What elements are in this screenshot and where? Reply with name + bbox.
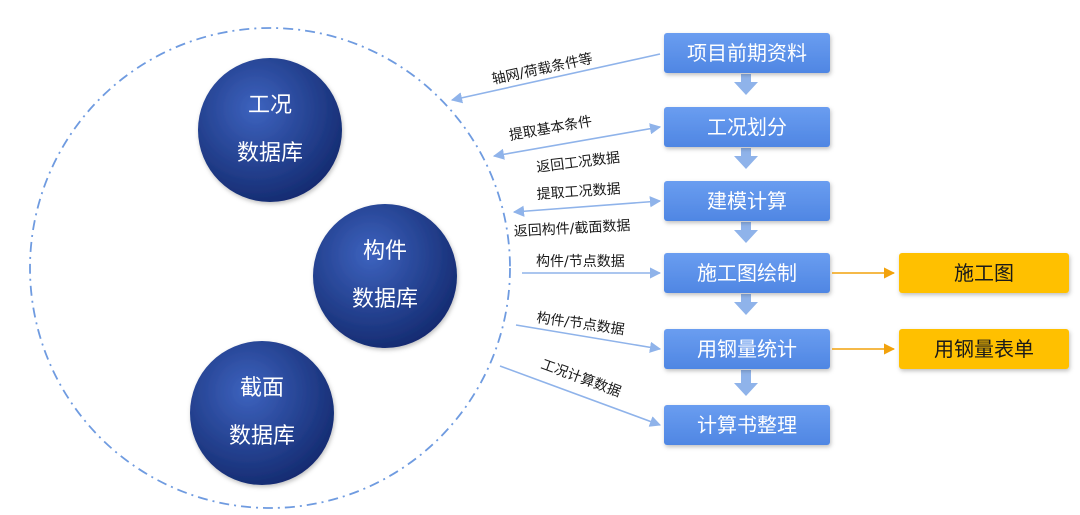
step-box-steel-statistics: 用钢量统计 — [664, 329, 830, 369]
connector-line — [492, 123, 662, 160]
flow-arrow — [734, 74, 758, 95]
step-label: 建模计算 — [707, 189, 787, 213]
database-label-line1: 构件 — [363, 239, 407, 264]
connector-line — [499, 365, 662, 427]
step-label: 用钢量统计 — [697, 337, 797, 361]
connector-label: 提取工况数据 — [536, 181, 621, 203]
connector-lines — [450, 53, 662, 427]
database-label-line2: 数据库 — [352, 287, 418, 312]
database-circle-condition: 工况 数据库 — [198, 58, 342, 202]
step-box-calculation-report: 计算书整理 — [664, 405, 830, 445]
flow-arrow — [734, 294, 758, 315]
flow-arrow — [734, 370, 758, 396]
step-box-project-data: 项目前期资料 — [664, 33, 830, 73]
step-label: 计算书整理 — [697, 413, 797, 437]
database-label-line1: 工况 — [248, 93, 292, 118]
step-label: 项目前期资料 — [687, 41, 807, 65]
step-box-modeling: 建模计算 — [664, 181, 830, 221]
output-label: 用钢量表单 — [934, 337, 1034, 361]
connector-line — [450, 53, 661, 104]
connector-label: 返回构件/截面数据 — [513, 218, 630, 240]
flow-arrow — [734, 148, 758, 169]
step-box-drawing: 施工图绘制 — [664, 253, 830, 293]
database-boundary-circle — [29, 27, 511, 509]
connector-label: 轴网/荷载条件等 — [490, 50, 594, 88]
output-box-construction-drawing: 施工图 — [899, 253, 1069, 293]
connector-label: 构件/节点数据 — [535, 310, 625, 338]
flow-arrow — [734, 222, 758, 243]
output-box-steel-sheet: 用钢量表单 — [899, 329, 1069, 369]
step-label: 工况划分 — [707, 115, 787, 139]
connector-label: 提取基本条件 — [508, 113, 594, 144]
database-label-line2: 数据库 — [229, 424, 295, 449]
database-circle-section: 截面 数据库 — [190, 341, 334, 485]
connector-line — [515, 324, 662, 353]
step-box-condition-division: 工况划分 — [664, 107, 830, 147]
connector-label: 构件/节点数据 — [536, 254, 625, 270]
database-label-line1: 截面 — [240, 376, 284, 401]
connector-label: 工况计算数据 — [539, 357, 623, 401]
step-label: 施工图绘制 — [697, 261, 797, 285]
connector-line — [512, 196, 662, 217]
connector-label: 返回工况数据 — [536, 150, 621, 176]
database-label-line2: 数据库 — [237, 141, 303, 166]
flow-arrows — [734, 74, 758, 396]
output-label: 施工图 — [954, 261, 1014, 285]
database-circle-component: 构件 数据库 — [313, 204, 457, 348]
